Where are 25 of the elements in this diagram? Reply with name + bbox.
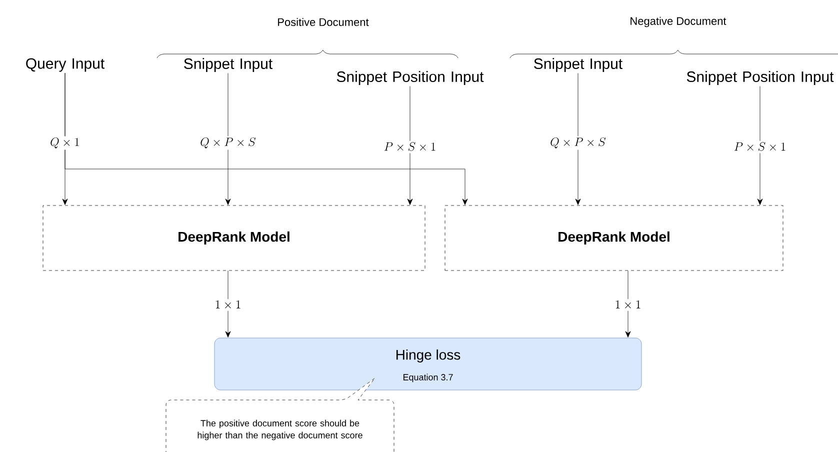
arrow (225, 73, 231, 205)
model-box: DeepRank Model (444, 205, 784, 271)
arrow (407, 86, 413, 205)
edge-label: $Q \times 1$ (50, 137, 79, 148)
edge-label: $1 \times 1$ (616, 300, 640, 308)
node-label: The positive document score should be higher than the negative document score (198, 420, 362, 440)
edge-label: $Q \times P \times S$ (200, 137, 256, 148)
group-label: Negative Document (630, 16, 726, 28)
equation-label: Equation 3.7 (403, 374, 453, 382)
edge-label: $Q \times P \times S$ (550, 137, 606, 148)
input-label: Query Input (26, 58, 104, 72)
input-label: Snippet Input (534, 58, 622, 72)
group-label: Positive Document (278, 18, 369, 26)
callout-bubble: The positive document score should be higher than the negative document score (166, 378, 394, 452)
edge-label: $P \times S \times 1$ (734, 142, 786, 151)
loss-title: Hinge loss (396, 349, 460, 363)
arrow (757, 86, 763, 205)
edge-label: $P \times S \times 1$ (384, 142, 436, 151)
model-box: DeepRank Model (42, 205, 426, 271)
input-label: Snippet Position Input (336, 71, 484, 85)
edge-label: $1 \times 1$ (216, 300, 240, 308)
arrow (575, 73, 581, 205)
input-label: Snippet Input (184, 58, 272, 72)
input-label: Snippet Position Input (686, 71, 834, 85)
arrow (64, 72, 468, 205)
